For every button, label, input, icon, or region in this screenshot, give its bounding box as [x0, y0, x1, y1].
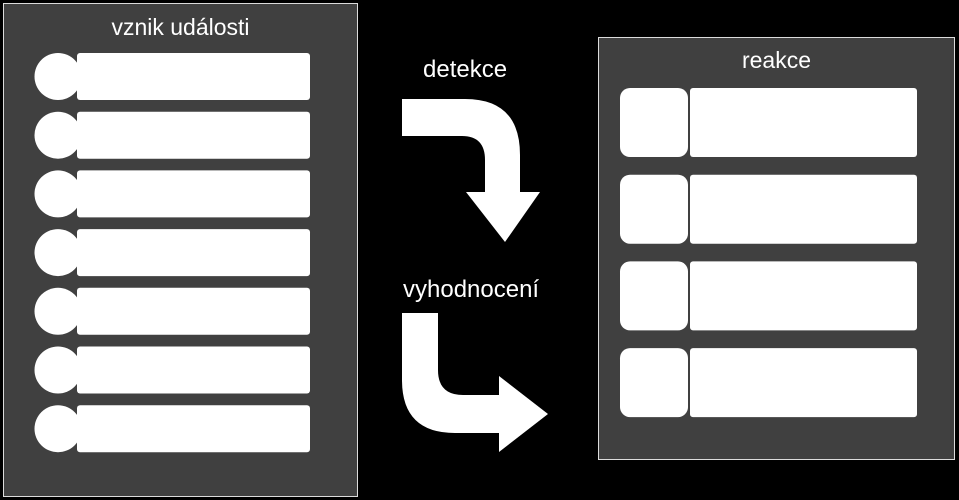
event-item-knob [34, 287, 82, 335]
event-item-knob [34, 111, 82, 159]
event-item [34, 170, 310, 218]
reaction-item-tab [620, 261, 688, 331]
evaluation-label: vyhodnocení [403, 276, 540, 303]
reaction-item [620, 348, 917, 418]
reaction-item-bar [690, 174, 917, 244]
event-item-bar [77, 229, 310, 277]
event-item-bar [77, 111, 310, 159]
event-item [34, 346, 310, 394]
reaction-item-bar [690, 88, 917, 157]
event-item [34, 405, 310, 453]
reaction-item [620, 261, 917, 331]
event-item-knob [34, 229, 82, 277]
reaction-title: reakce [741, 47, 812, 73]
reaction-item [620, 88, 917, 157]
event-item-knob [34, 346, 82, 394]
detection-arrow-icon [402, 99, 540, 242]
event-item-bar [77, 53, 310, 100]
event-item-knob [34, 53, 82, 100]
reaction-item-tab [620, 174, 688, 244]
detection-label: detekce [423, 56, 508, 83]
event-item-list [34, 53, 310, 453]
reaction-item-tab [620, 348, 688, 418]
reaction-item-bar [690, 348, 917, 418]
event-item [34, 111, 310, 159]
evaluation-arrow-icon [402, 313, 548, 452]
reaction-item-list [620, 88, 917, 418]
event-item-bar [77, 346, 310, 394]
reaction-item [620, 174, 917, 244]
event-item [34, 287, 310, 335]
event-item-bar [77, 405, 310, 453]
event-item-knob [34, 170, 82, 218]
event-origin-title: vznik události [111, 14, 250, 40]
event-item-bar [77, 170, 310, 218]
event-item [34, 229, 310, 277]
event-item [34, 53, 310, 100]
event-item-knob [34, 405, 82, 453]
reaction-item-tab [620, 88, 688, 157]
reaction-item-bar [690, 261, 917, 331]
event-item-bar [77, 287, 310, 335]
